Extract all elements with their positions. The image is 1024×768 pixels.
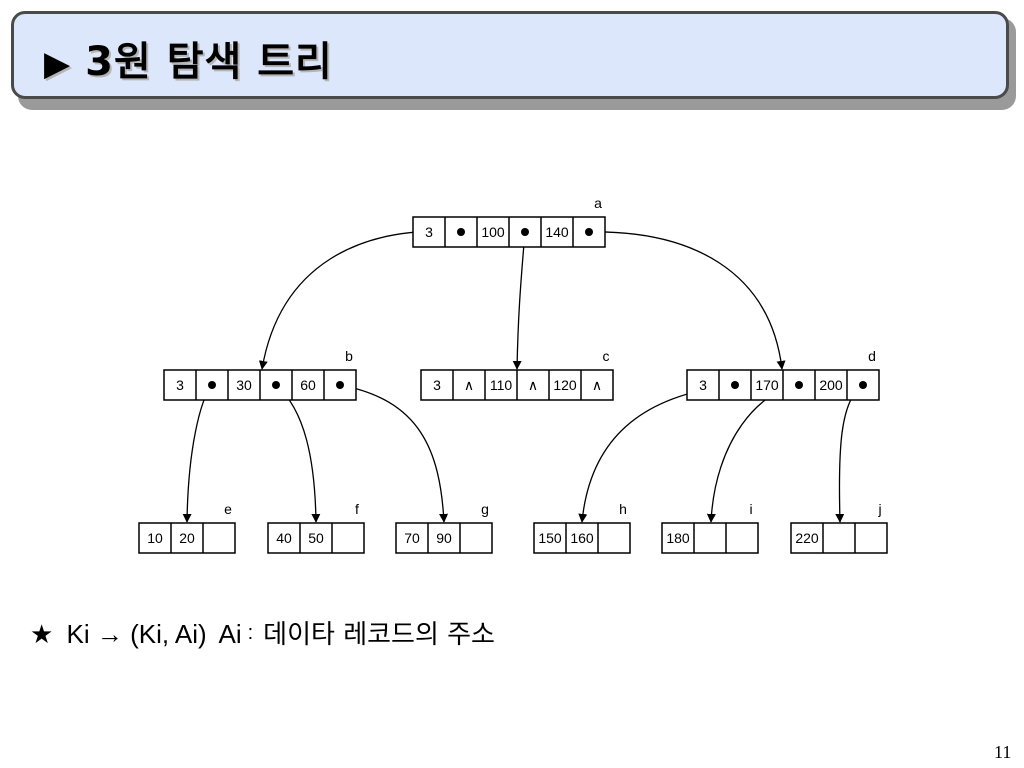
key-value: 20 bbox=[179, 530, 195, 546]
pointer-dot bbox=[795, 381, 803, 389]
note-mapping: Ki → (Ki, Ai) bbox=[66, 619, 207, 649]
key-value: 3 bbox=[425, 224, 433, 240]
key-value: 40 bbox=[276, 530, 292, 546]
node-g-frame bbox=[395, 522, 493, 554]
node-j-frame bbox=[790, 522, 888, 554]
edge-a-d bbox=[588, 231, 786, 370]
play-triangle-icon: ▶ bbox=[44, 44, 72, 84]
node-f: 40 50 f bbox=[267, 501, 365, 554]
edge-d-i bbox=[706, 384, 800, 523]
key-value: 150 bbox=[538, 530, 562, 546]
edge-a-c bbox=[512, 231, 526, 370]
edge-b-f bbox=[275, 384, 321, 523]
key-value: 3 bbox=[176, 377, 184, 393]
node-h: 150 160 h bbox=[533, 501, 631, 554]
key-value: 200 bbox=[819, 377, 843, 393]
node-e-frame bbox=[138, 522, 236, 554]
edge-d-h bbox=[578, 384, 736, 523]
node-g: 70 90 g bbox=[395, 501, 493, 554]
key-value: 120 bbox=[553, 377, 577, 393]
node-f-frame bbox=[267, 522, 365, 554]
key-value: 170 bbox=[755, 377, 779, 393]
node-label: a bbox=[594, 195, 602, 211]
null-pointer: ∧ bbox=[464, 377, 474, 393]
note-ai-description: 데이타 레코드의 주소 bbox=[263, 620, 495, 650]
node-label: e bbox=[224, 501, 232, 517]
pointer-dot bbox=[859, 381, 867, 389]
node-j: 220 j bbox=[790, 501, 888, 554]
node-label: i bbox=[749, 501, 752, 517]
slide-title: ▶ 3원 탐색 트리 bbox=[44, 29, 333, 87]
key-value: 110 bbox=[490, 377, 513, 393]
key-value: 30 bbox=[236, 377, 252, 393]
null-pointer: ∧ bbox=[528, 377, 538, 393]
node-label: b bbox=[345, 348, 353, 364]
key-value: 3 bbox=[433, 377, 441, 393]
slide-title-text: 3원 탐색 트리 bbox=[85, 39, 333, 85]
node-label: j bbox=[877, 501, 881, 517]
edge-a-b bbox=[258, 230, 462, 370]
key-value: 50 bbox=[308, 530, 324, 546]
pointer-dot bbox=[521, 228, 529, 236]
pointer-dot bbox=[457, 228, 465, 236]
node-c: 3∧110∧120∧c bbox=[420, 348, 614, 401]
title-bar bbox=[11, 11, 1009, 99]
node-h-frame bbox=[533, 522, 631, 554]
key-value: 70 bbox=[404, 530, 420, 546]
null-pointer: ∧ bbox=[592, 377, 602, 393]
key-value: 220 bbox=[795, 530, 819, 546]
node-label: g bbox=[481, 501, 489, 517]
note-ai-label: Ai bbox=[218, 619, 242, 649]
key-value: 60 bbox=[300, 377, 316, 393]
node-e: 10 20 e bbox=[138, 501, 236, 554]
star-icon: ★ bbox=[30, 619, 54, 649]
note-colon: : bbox=[247, 622, 254, 644]
node-d: 3 170 200 d bbox=[686, 348, 880, 401]
node-label: c bbox=[603, 348, 610, 364]
key-value: 180 bbox=[666, 530, 690, 546]
node-label: d bbox=[868, 348, 876, 364]
pointer-dot bbox=[208, 381, 216, 389]
pointer-dot bbox=[336, 381, 344, 389]
key-value: 10 bbox=[147, 530, 163, 546]
key-value: 100 bbox=[481, 224, 505, 240]
node-label: h bbox=[619, 501, 627, 517]
key-value: 140 bbox=[545, 224, 569, 240]
node-b: 3 30 60 b bbox=[163, 348, 357, 401]
key-value: 90 bbox=[436, 530, 452, 546]
edge-b-g bbox=[339, 384, 449, 523]
node-a: 3 100 140 a bbox=[412, 195, 606, 248]
pointer-dot bbox=[272, 381, 280, 389]
legend-note: ★ Ki → (Ki, Ai) Ai: 데이타 레코드의 주소 bbox=[30, 614, 501, 651]
edge-b-e bbox=[182, 384, 213, 523]
node-i: 180 i bbox=[661, 501, 759, 554]
key-value: 160 bbox=[570, 530, 594, 546]
node-i-frame bbox=[661, 522, 759, 554]
pointer-dot bbox=[585, 228, 593, 236]
key-value: 3 bbox=[699, 377, 707, 393]
node-label: f bbox=[355, 501, 359, 517]
pointer-dot bbox=[731, 381, 739, 389]
edge-d-j bbox=[835, 384, 864, 523]
page-number: 11 bbox=[994, 742, 1012, 762]
